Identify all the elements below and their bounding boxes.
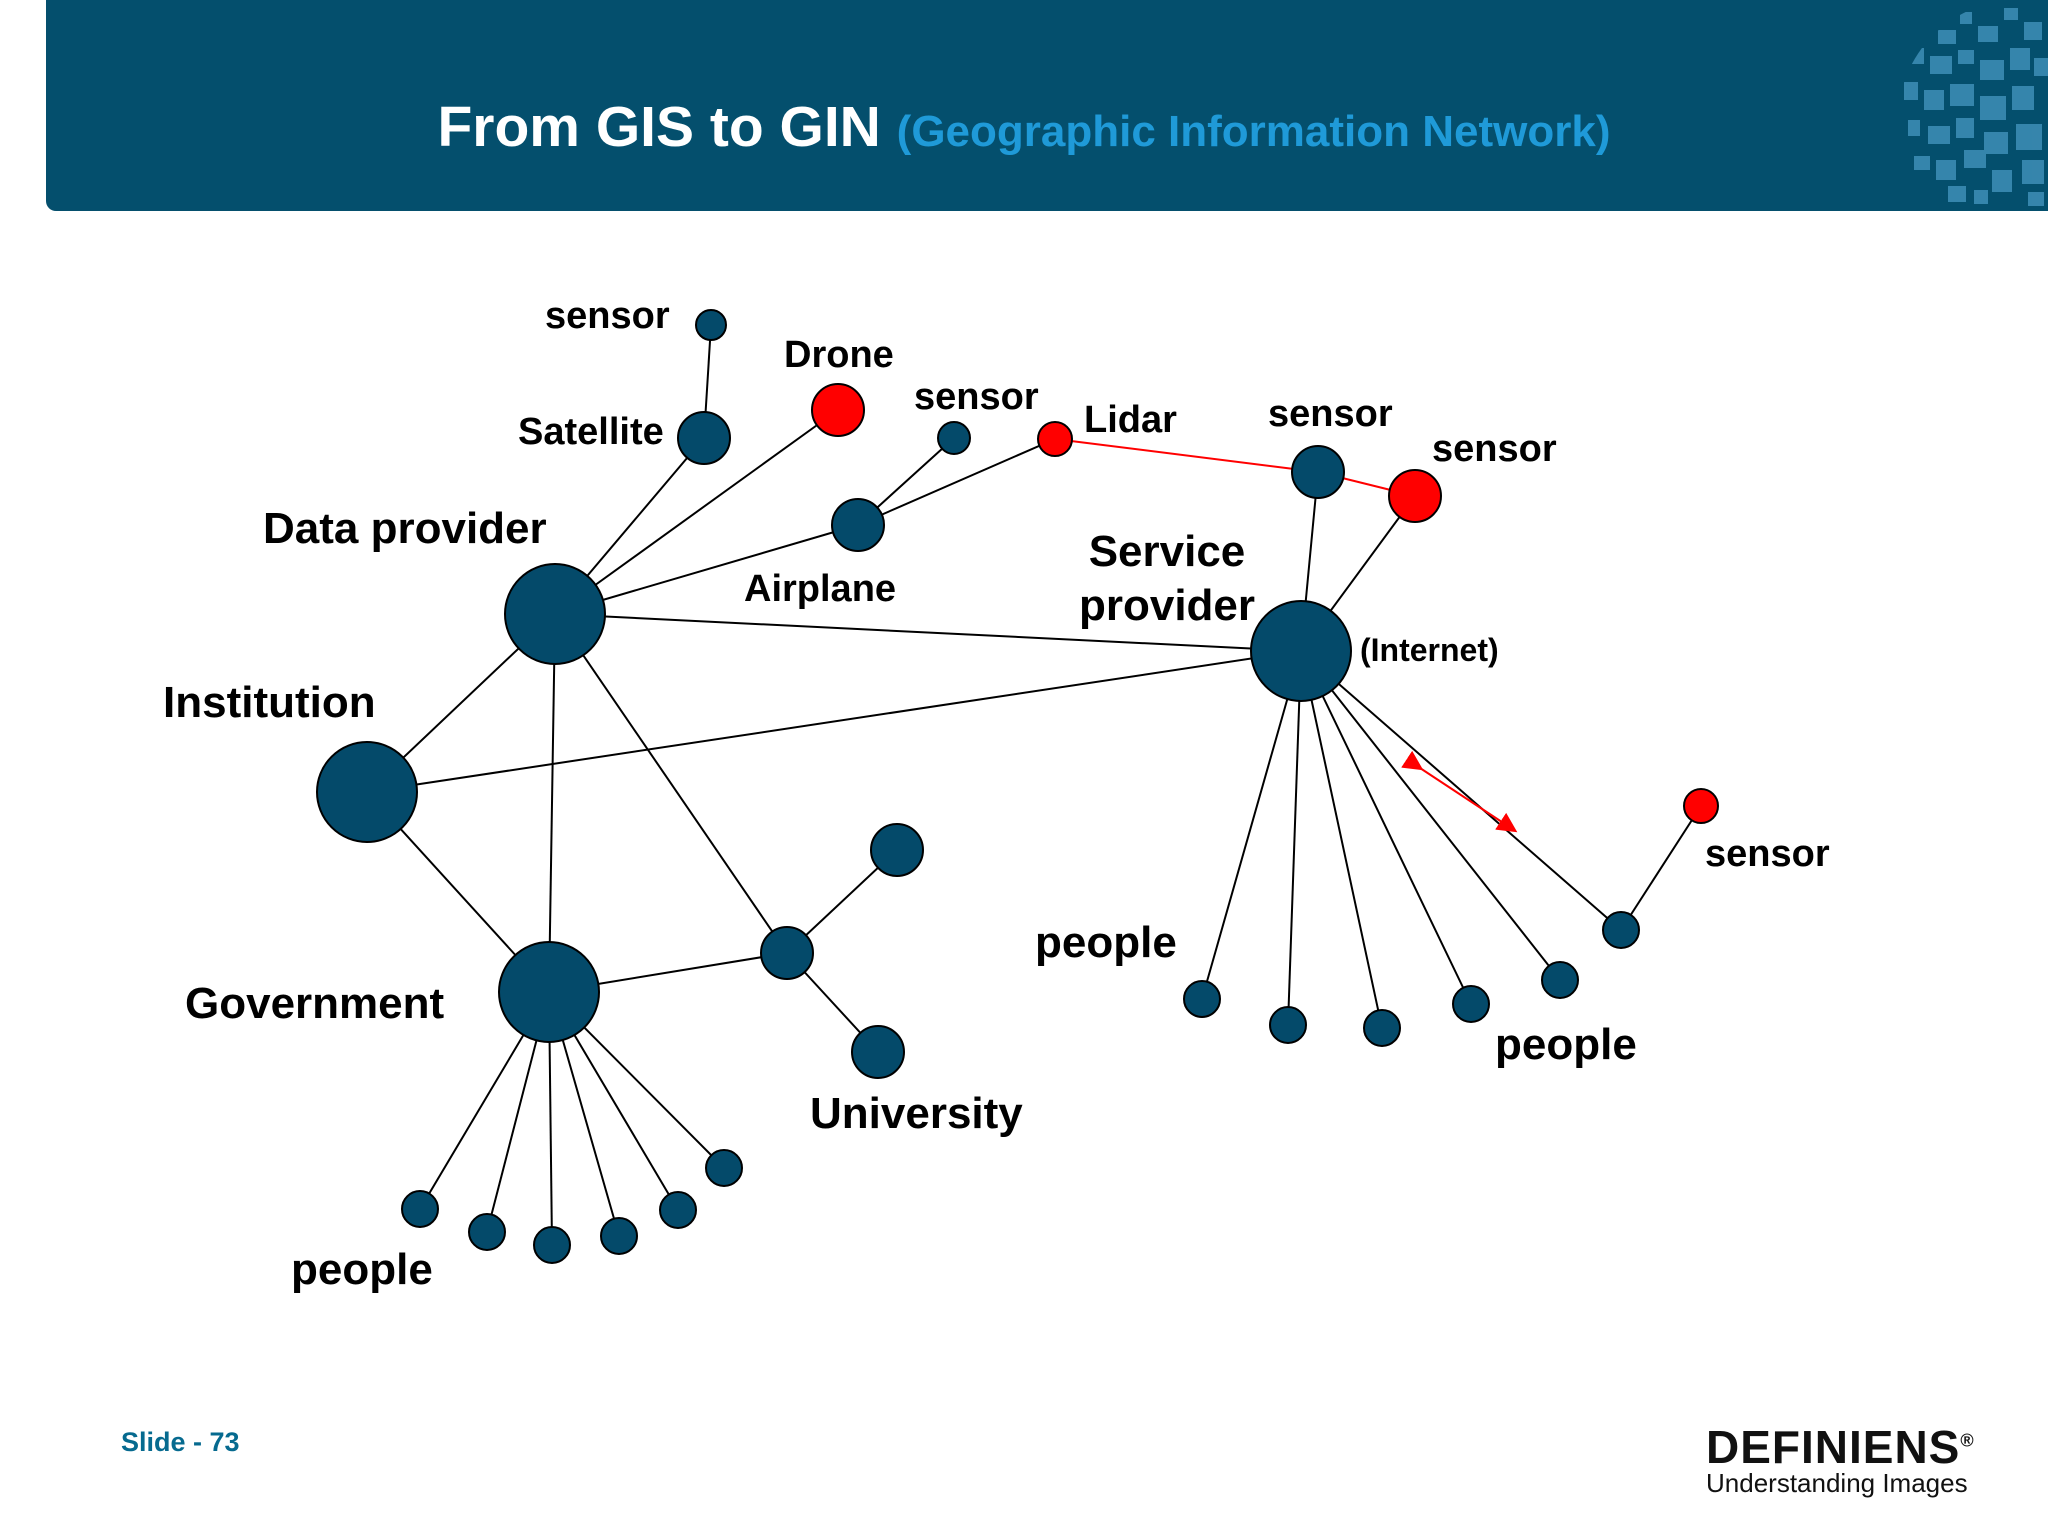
edge	[1300, 650, 1622, 931]
logo-name: DEFINIENS	[1706, 1421, 1961, 1473]
slide-number: Slide - 73	[121, 1427, 240, 1457]
registered-mark: ®	[1960, 1430, 1975, 1451]
satellite-node	[677, 411, 731, 465]
slide-title: From GIS to GIN (Geographic Information …	[0, 94, 2048, 160]
airplane-node	[831, 498, 885, 552]
label-airplane: Airplane	[744, 568, 896, 610]
globe-graphic	[1904, 8, 2048, 206]
person-node	[1602, 911, 1640, 949]
government-node	[498, 941, 600, 1043]
label-people-bottom: people	[291, 1245, 433, 1294]
label-service-provider-line2: provider	[1079, 581, 1255, 630]
label-university: University	[810, 1089, 1023, 1138]
university-node	[760, 926, 814, 980]
definiens-logo: DEFINIENS® Understanding Images	[1706, 1420, 2006, 1500]
label-lidar: Lidar	[1084, 399, 1177, 441]
label-people-right: people	[1495, 1020, 1637, 1069]
edge	[1620, 805, 1702, 931]
edge	[1300, 650, 1383, 1029]
drone-node	[811, 383, 865, 437]
label-government: Government	[185, 979, 445, 1028]
edge	[554, 409, 839, 615]
edge	[1287, 650, 1302, 1026]
person-node	[659, 1191, 697, 1229]
sensor-alert-node	[1388, 469, 1442, 523]
alert-nodes	[811, 383, 1719, 824]
person-node	[1363, 1009, 1401, 1047]
edge	[1201, 650, 1302, 1000]
label-drone: Drone	[784, 334, 894, 376]
label-internet: (Internet)	[1360, 632, 1499, 668]
university-member-node	[870, 823, 924, 877]
label-sensor-top: sensor	[545, 295, 670, 337]
edge	[548, 613, 556, 993]
label-sensor-right: sensor	[1705, 833, 1830, 875]
label-service-provider-line1: Service	[1089, 527, 1246, 576]
person-node	[1269, 1006, 1307, 1044]
bidirectional-arrow	[1401, 750, 1518, 833]
sensor-node	[695, 309, 727, 341]
label-people-center: people	[1035, 918, 1177, 967]
edge	[1300, 650, 1472, 1005]
person-node	[1183, 980, 1221, 1018]
institution-node	[316, 741, 418, 843]
person-node	[1541, 961, 1579, 999]
edge	[857, 438, 1056, 526]
sensor-node	[1291, 445, 1345, 499]
label-satellite: Satellite	[518, 411, 664, 453]
person-node	[705, 1149, 743, 1187]
person-node	[468, 1213, 506, 1251]
header-banner	[46, 0, 2048, 211]
logo-wordmark: DEFINIENS®	[1706, 1420, 1975, 1474]
title-subtitle: (Geographic Information Network)	[896, 107, 1611, 156]
label-sensor-mid: sensor	[914, 376, 1039, 418]
service-provider-node	[1250, 600, 1352, 702]
lidar-link	[1054, 438, 1319, 473]
label-institution: Institution	[163, 678, 376, 727]
person-node	[1452, 985, 1490, 1023]
person-node	[600, 1217, 638, 1255]
edge	[554, 524, 859, 615]
network-nodes	[316, 309, 1640, 1264]
edge	[1300, 650, 1561, 981]
logo-tagline: Understanding Images	[1706, 1468, 1968, 1498]
lidar-node	[1037, 421, 1073, 457]
label-sensor-sp1: sensor	[1268, 393, 1393, 435]
edge	[366, 650, 1302, 793]
person-node	[401, 1190, 439, 1228]
title-main: From GIS to GIN	[437, 95, 881, 159]
edge	[554, 613, 788, 954]
sensor-alert-node	[1683, 788, 1719, 824]
label-data-provider: Data provider	[263, 504, 547, 553]
data-provider-node	[504, 563, 606, 665]
sensor-node	[937, 421, 971, 455]
person-node	[533, 1226, 571, 1264]
edge	[554, 613, 1302, 652]
university-member-node	[851, 1025, 905, 1079]
label-sensor-sp2: sensor	[1432, 428, 1557, 470]
